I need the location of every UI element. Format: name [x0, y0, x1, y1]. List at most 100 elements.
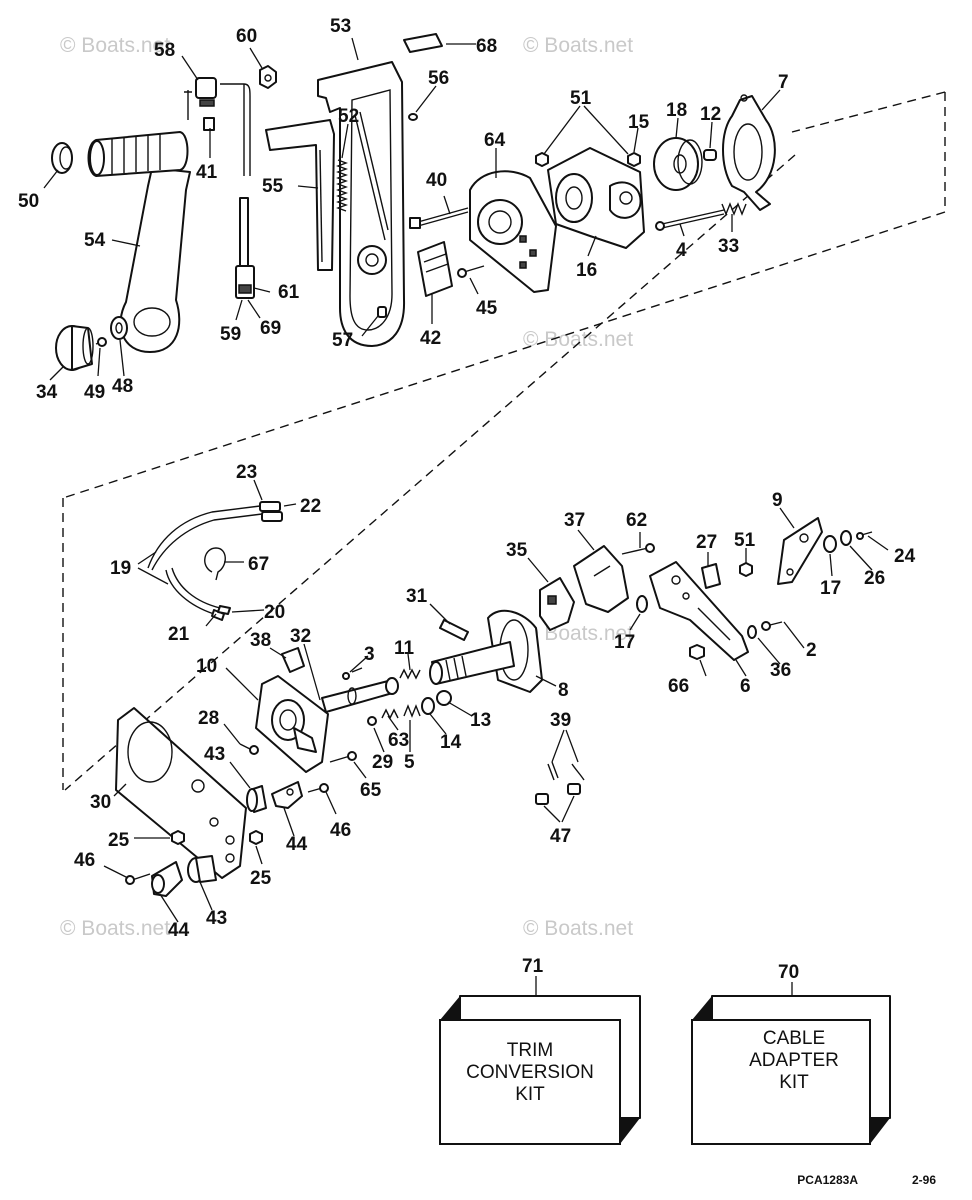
part-32-shaft: [321, 677, 399, 713]
callout-62: 62: [626, 510, 647, 531]
callout-29: 29: [372, 752, 393, 773]
part-61-rod: [220, 83, 255, 299]
part-56-screw: [408, 113, 418, 121]
part-57-setscrew: [377, 306, 387, 318]
callout-68: 68: [476, 36, 497, 57]
callout-41: 41: [196, 162, 218, 183]
callout-36: 36: [770, 660, 791, 681]
part-58-switch: [184, 77, 217, 131]
callout-52: 52: [338, 106, 359, 127]
callout-25: 25: [108, 830, 130, 851]
part-29-ball: [367, 716, 377, 726]
part-11-spring: [399, 668, 421, 680]
part-26-washer: [840, 530, 852, 546]
callout-61: 61: [278, 282, 300, 303]
callout-23: 23: [236, 462, 257, 483]
part-4-bolt: [655, 209, 725, 231]
callout-39: 39: [550, 710, 571, 731]
watermark: © Boats.net: [60, 917, 170, 940]
callout-31: 31: [406, 586, 428, 607]
part-64-plate: [469, 170, 557, 293]
part-33-spring: [721, 202, 747, 216]
part-18-cam: [653, 137, 703, 191]
part-40-bolt: [409, 207, 469, 229]
part-30-mounting-plate: [115, 707, 247, 879]
part-60-washer: [259, 65, 277, 89]
part-46-screw: [307, 783, 329, 793]
callout-55: 55: [262, 176, 284, 197]
callout-17: 17: [820, 578, 841, 599]
part-3-pin: [342, 667, 363, 680]
part-42-insert: [417, 241, 453, 297]
callout-21: 21: [168, 624, 190, 645]
callout-19: 19: [110, 558, 131, 579]
callout-27: 27: [696, 532, 717, 553]
part-14-washer: [421, 697, 435, 715]
callout-51: 51: [570, 88, 592, 109]
part-12-pin: [703, 149, 717, 161]
kit-label-line: CABLE: [763, 1028, 825, 1049]
part-25-nut: [249, 830, 263, 845]
part-68-pad: [403, 33, 443, 53]
callout-5: 5: [404, 752, 415, 773]
part-35-bracket: [539, 577, 575, 631]
part-2-screw: [761, 621, 783, 631]
callout-67: 67: [248, 554, 269, 575]
part-36-washer: [747, 625, 757, 639]
callout-71: 71: [522, 956, 544, 977]
callout-44: 44: [168, 920, 190, 941]
callout-45: 45: [476, 298, 498, 319]
part-6-link: [649, 561, 749, 661]
callout-47: 47: [550, 826, 571, 847]
callout-4: 4: [676, 240, 687, 261]
part-67-clip: [204, 547, 226, 581]
part-25-nut: [171, 830, 185, 845]
part-16-shift-housing: [547, 147, 645, 249]
part-17-washer: [636, 595, 648, 613]
callout-44: 44: [286, 834, 308, 855]
part-48-washer: [110, 316, 128, 340]
callout-54: 54: [84, 230, 106, 251]
kit-label-line: KIT: [779, 1072, 809, 1093]
kit-box-cable-adapter: CABLE ADAPTER KIT: [691, 995, 891, 1145]
kit-label-line: KIT: [515, 1084, 545, 1105]
part-66-nut: [689, 644, 705, 660]
part-43-bushing: [187, 855, 217, 883]
kit-label-line: TRIM: [507, 1040, 553, 1061]
part-39-pins: [547, 761, 585, 781]
callout-56: 56: [428, 68, 449, 89]
callout-35: 35: [506, 540, 528, 561]
callout-34: 34: [36, 382, 58, 403]
part-44-retainer: [271, 781, 303, 809]
callout-66: 66: [668, 676, 689, 697]
callout-50: 50: [18, 191, 39, 212]
part-10-plate: [255, 675, 329, 773]
callout-15: 15: [628, 112, 650, 133]
callout-11: 11: [394, 638, 415, 659]
callout-24: 24: [894, 546, 916, 567]
callout-37: 37: [564, 510, 585, 531]
part-24-screw: [856, 531, 873, 540]
callout-58: 58: [154, 40, 175, 61]
part-13-ball: [436, 690, 452, 706]
part-28-screw: [239, 743, 259, 755]
callout-38: 38: [250, 630, 271, 651]
callout-28: 28: [198, 708, 219, 729]
drawing-code: PCA1283A: [797, 1173, 858, 1187]
callout-43: 43: [204, 744, 225, 765]
part-37-bracket: [573, 545, 629, 613]
callout-7: 7: [778, 72, 789, 93]
callout-57: 57: [332, 330, 353, 351]
leader-lines: [43, 37, 889, 996]
part-44-retainer: [151, 861, 183, 897]
dashed-group-outline: [62, 91, 946, 791]
watermark: © Boats.net: [523, 917, 633, 940]
callout-63: 63: [388, 730, 409, 751]
callout-69: 69: [260, 318, 281, 339]
part-50-end-cap: [51, 142, 73, 174]
callout-8: 8: [558, 680, 569, 701]
callout-53: 53: [330, 16, 351, 37]
part-46-screw: [125, 873, 151, 885]
callout-30: 30: [90, 792, 111, 813]
